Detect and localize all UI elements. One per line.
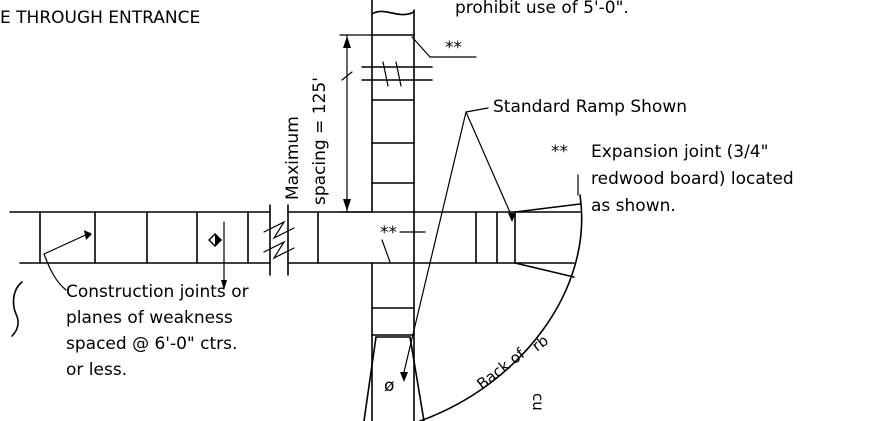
construction-joints-line-2: planes of weakness <box>66 308 233 328</box>
construction-joints-line-1: Construction joints or <box>66 282 249 302</box>
ramp-and-curb <box>363 194 583 421</box>
construction-joints-line-4: or less. <box>66 360 127 380</box>
construction-joints-line-3: spaced @ 6'-0" ctrs. <box>66 334 237 354</box>
standard-ramp-label: Standard Ramp Shown <box>493 97 687 117</box>
double-star-label-right: ** <box>551 142 568 162</box>
cu-label: cu <box>529 393 547 411</box>
horizontal-sidewalk <box>9 204 581 276</box>
top-left-label: E THROUGH ENTRANCE <box>0 8 200 28</box>
spacing-label: spacing = 125' <box>310 77 330 205</box>
rb-label: rb <box>528 331 551 355</box>
double-star-label-mid: ** <box>380 223 397 243</box>
left-break-curve <box>11 281 23 337</box>
expansion-joint-line-1: Expansion joint (3/4" <box>591 142 768 162</box>
phi-symbol: ø <box>384 376 394 396</box>
back-of-label: Back of <box>473 344 528 393</box>
leader-lines <box>43 36 579 382</box>
top-right-label: prohibit use of 5'-0". <box>455 0 629 18</box>
double-star-label-top: ** <box>445 38 462 58</box>
expansion-joint-line-2: redwood board) located <box>591 169 794 189</box>
max-spacing-dimension <box>339 34 373 213</box>
expansion-joint-line-3: as shown. <box>591 196 676 216</box>
maximum-label: Maximum <box>283 116 303 200</box>
